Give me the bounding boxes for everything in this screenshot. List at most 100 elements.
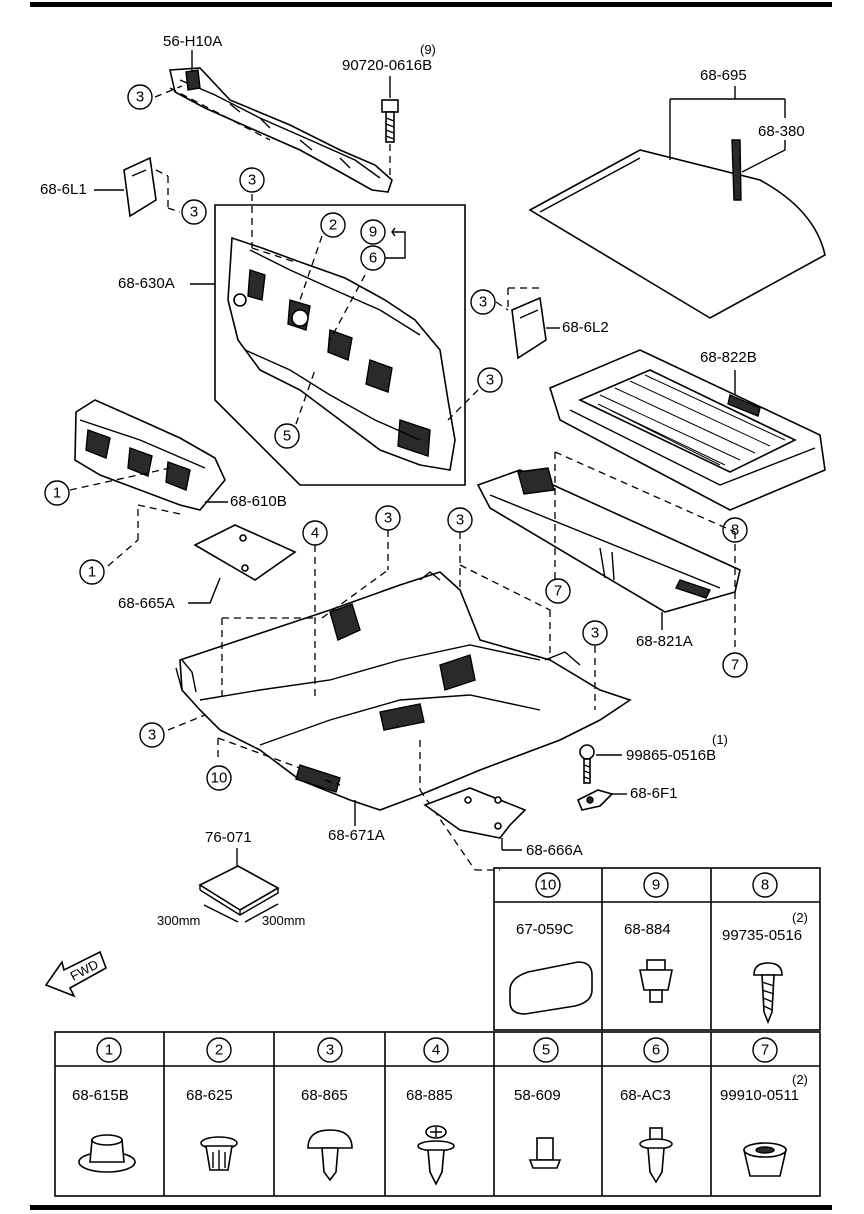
legend-bottom-cell-5: 5 58-609 (514, 1037, 562, 1169)
legend-bottom-cell-4: 4 68-885 (406, 1037, 455, 1186)
bolt-90720-0616b (381, 99, 399, 143)
svg-text:2: 2 (215, 1042, 223, 1059)
circle-7-a: 7 (545, 578, 571, 604)
svg-text:7: 7 (761, 1042, 769, 1059)
trim-68-6l2 (511, 296, 547, 360)
svg-text:3: 3 (136, 89, 144, 106)
svg-text:3: 3 (456, 512, 464, 529)
svg-text:4: 4 (432, 1042, 440, 1059)
svg-text:3: 3 (486, 372, 494, 389)
legend-top-cell-10: 10 67-059C (509, 872, 593, 1015)
svg-text:4: 4 (311, 525, 319, 542)
svg-text:1: 1 (53, 485, 61, 502)
clip-icon-68-884 (639, 959, 673, 1003)
qty-90720-0616b: (9) (420, 42, 436, 57)
legend-table-bottom: 1 68-615B 2 68-625 3 68-865 (54, 1031, 821, 1197)
svg-text:3: 3 (248, 172, 256, 189)
legend-top-cell-8: 8 99735-0516 (2) (722, 872, 808, 1025)
circle-2: 2 (320, 212, 346, 238)
mat-68-666a (423, 787, 527, 839)
dash-insulator-68-630a (227, 236, 456, 471)
circle-4: 4 (302, 520, 328, 546)
trim-clip-68-6f1 (576, 789, 614, 811)
label-68-666a: 68-666A (526, 842, 583, 859)
fwd-direction-arrow: FWD (44, 950, 107, 998)
circle-6-top: 6 (360, 245, 386, 271)
legend-bottom-cell-7: 7 99910-0511 (2) (720, 1037, 808, 1177)
legend-top-cell-9: 9 68-884 (624, 872, 673, 1003)
pad-76-071 (198, 865, 280, 923)
circle-9-top: 9 (360, 219, 386, 245)
label-68-821a: 68-821A (636, 633, 693, 650)
label-68-6l1: 68-6L1 (40, 181, 87, 198)
pad-icon (509, 961, 593, 1015)
dimension-300mm-left: 300mm (157, 913, 200, 928)
part-67-059c: 67-059C (516, 921, 574, 938)
label-68-671a: 68-671A (328, 827, 385, 844)
trunk-board-68-695 (528, 139, 826, 319)
label-90720-0616b: 90720-0616B (342, 57, 432, 74)
grommet-icon-68-615b (78, 1134, 136, 1173)
circle-7-b: 7 (722, 652, 748, 678)
circle-3-a: 3 (127, 84, 153, 110)
circle-3-i: 3 (139, 722, 165, 748)
svg-text:3: 3 (148, 727, 156, 744)
part-68-615b: 68-615B (72, 1087, 129, 1104)
legend-bottom-cell-1: 1 68-615B (72, 1037, 136, 1173)
screw-icon-99735 (753, 962, 783, 1025)
part-58-609: 58-609 (514, 1087, 561, 1104)
svg-text:6: 6 (369, 250, 377, 267)
part-68-625: 68-625 (186, 1087, 233, 1104)
circle-8: 8 (722, 517, 748, 543)
legend-bottom-cell-3: 3 68-865 (301, 1037, 353, 1182)
svg-text:8: 8 (761, 877, 769, 894)
part-99735-0516: 99735-0516 (722, 927, 802, 944)
part-68-865: 68-865 (301, 1087, 348, 1104)
bottom-border-rule (30, 1205, 832, 1210)
svg-text:3: 3 (190, 204, 198, 221)
floor-mat-68-671a (175, 571, 632, 811)
label-76-071: 76-071 (205, 829, 252, 846)
part-68-884: 68-884 (624, 921, 671, 938)
part-99910-0511: 99910-0511 (720, 1087, 799, 1104)
screw-99865-0516b (579, 744, 595, 784)
mat-68-665a (193, 524, 297, 581)
svg-text:7: 7 (554, 583, 562, 600)
label-68-822b: 68-822B (700, 349, 757, 366)
circle-3-b: 3 (181, 199, 207, 225)
label-68-380: 68-380 (758, 123, 805, 140)
part-68-ac3: 68-AC3 (620, 1087, 671, 1104)
nut-icon-99910-0511 (742, 1142, 788, 1177)
legend-bottom-cell-6: 6 68-AC3 (620, 1037, 673, 1184)
circle-10: 10 (206, 765, 232, 791)
legend-table-top: 10 67-059C 9 68-884 8 99735-0516 (2) (493, 867, 821, 1031)
trunk-tray-68-822b (549, 349, 826, 511)
circle-3-h: 3 (582, 620, 608, 646)
cowl-panel-56-h10a (169, 67, 393, 193)
svg-text:3: 3 (384, 510, 392, 527)
svg-text:3: 3 (326, 1042, 334, 1059)
label-68-630a: 68-630A (118, 275, 175, 292)
dash-insulator-group-box (214, 204, 466, 486)
svg-text:5: 5 (283, 428, 291, 445)
svg-text:3: 3 (479, 294, 487, 311)
label-68-6f1: 68-6F1 (630, 785, 678, 802)
svg-text:9: 9 (369, 224, 377, 241)
qty-99910-0511: (2) (792, 1072, 808, 1087)
circle-3-d: 3 (470, 289, 496, 315)
svg-text:5: 5 (542, 1042, 550, 1059)
svg-text:9: 9 (652, 877, 660, 894)
svg-text:2: 2 (329, 217, 337, 234)
clip-icon-68-885 (417, 1125, 455, 1186)
clip-icon-68-865 (307, 1129, 353, 1182)
clip-icon-68-ac3 (639, 1127, 673, 1184)
qty-99735-0516: (2) (792, 910, 808, 925)
part-68-885: 68-885 (406, 1087, 453, 1104)
svg-text:1: 1 (105, 1042, 113, 1059)
label-99865-0516b: 99865-0516B (626, 747, 716, 764)
label-68-610b: 68-610B (230, 493, 287, 510)
legend-bottom-cell-2: 2 68-625 (186, 1037, 238, 1171)
qty-99865-0516b: (1) (712, 732, 728, 747)
label-68-665a: 68-665A (118, 595, 175, 612)
